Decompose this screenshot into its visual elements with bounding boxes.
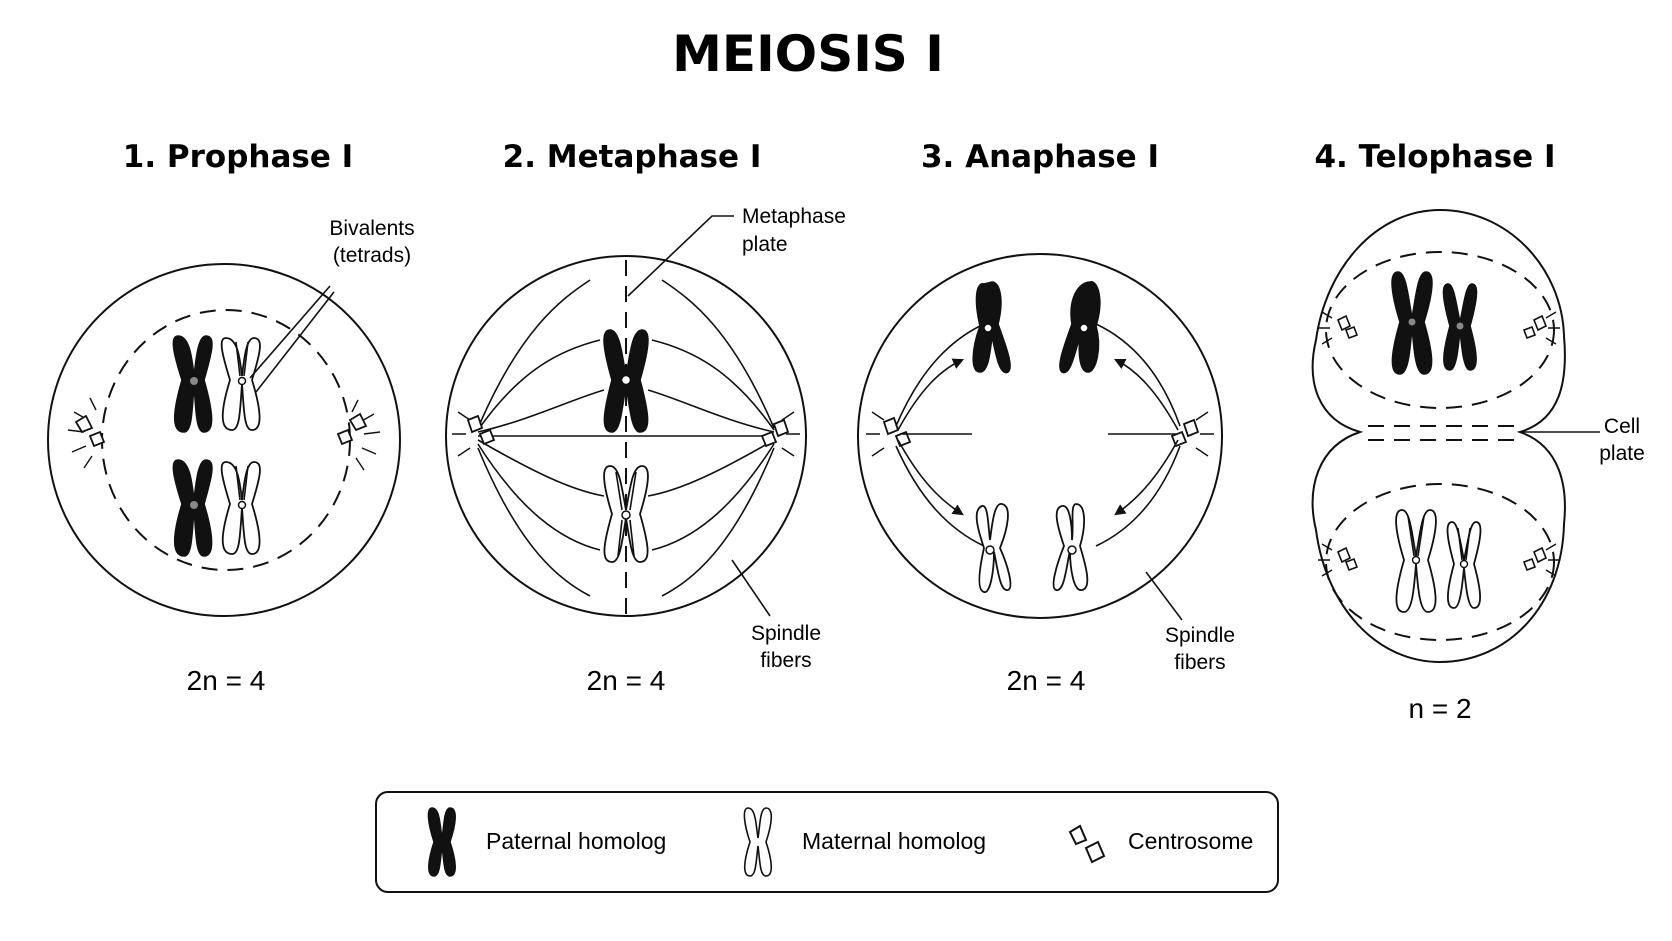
centrosome-icon — [1318, 543, 1359, 577]
metaphase-cell — [445, 215, 807, 617]
metaphase-plate-label: Metaphase — [742, 205, 846, 228]
spindle-fibers-label-metaphase-2: fibers — [760, 649, 811, 672]
legend-label-centrosome: Centrosome — [1128, 828, 1253, 854]
paternal-chromosome-icon — [427, 807, 456, 877]
prophase-ploidy: 2n = 4 — [187, 665, 266, 696]
telophase-ploidy: n = 2 — [1408, 693, 1471, 724]
bivalent-tetrad-bottom — [172, 459, 261, 557]
centrosome-icon — [1522, 311, 1560, 345]
bivalents-label-2: (tetrads) — [333, 244, 411, 267]
spindle-fibers-label-anaphase: Spindle — [1165, 624, 1235, 647]
maternal-chromosome-icon — [743, 807, 773, 877]
cell-plate-label-2: plate — [1599, 442, 1645, 465]
centrosome-icon — [1318, 311, 1359, 345]
bivalents-label: Bivalents — [329, 217, 414, 240]
centrosome-icon — [1170, 411, 1214, 457]
bivalent-tetrad-top — [172, 335, 261, 433]
cell-plate-label: Cell — [1604, 415, 1640, 438]
prophase-cell — [47, 263, 401, 617]
stage-title-anaphase: 3. Anaphase I — [921, 139, 1159, 175]
centrosome-icon — [336, 399, 381, 471]
spindle-fibers-label-anaphase-2: fibers — [1174, 651, 1225, 674]
centrosome-icon — [760, 411, 800, 457]
centrosome-icon — [67, 397, 106, 469]
metaphase-plate-label-2: plate — [742, 233, 788, 256]
legend-label-maternal: Maternal homolog — [802, 828, 986, 854]
stage-title-metaphase: 2. Metaphase I — [503, 139, 762, 175]
legend-label-paternal: Paternal homolog — [486, 828, 666, 854]
centrosome-icon — [452, 411, 496, 457]
centrosome-icon — [1068, 824, 1106, 864]
anaphase-ploidy: 2n = 4 — [1007, 665, 1086, 696]
metaphase-ploidy: 2n = 4 — [587, 665, 666, 696]
diagram-title: MEIOSIS I — [672, 25, 944, 83]
stage-title-telophase: 4. Telophase I — [1314, 139, 1555, 175]
centrosome-icon — [1522, 543, 1560, 577]
legend: Paternal homolog Maternal homolog Centro… — [375, 791, 1279, 893]
spindle-fibers-label-metaphase: Spindle — [751, 622, 821, 645]
telophase-cell — [1311, 208, 1600, 664]
anaphase-cell — [857, 253, 1223, 621]
stage-title-prophase: 1. Prophase I — [123, 139, 353, 175]
